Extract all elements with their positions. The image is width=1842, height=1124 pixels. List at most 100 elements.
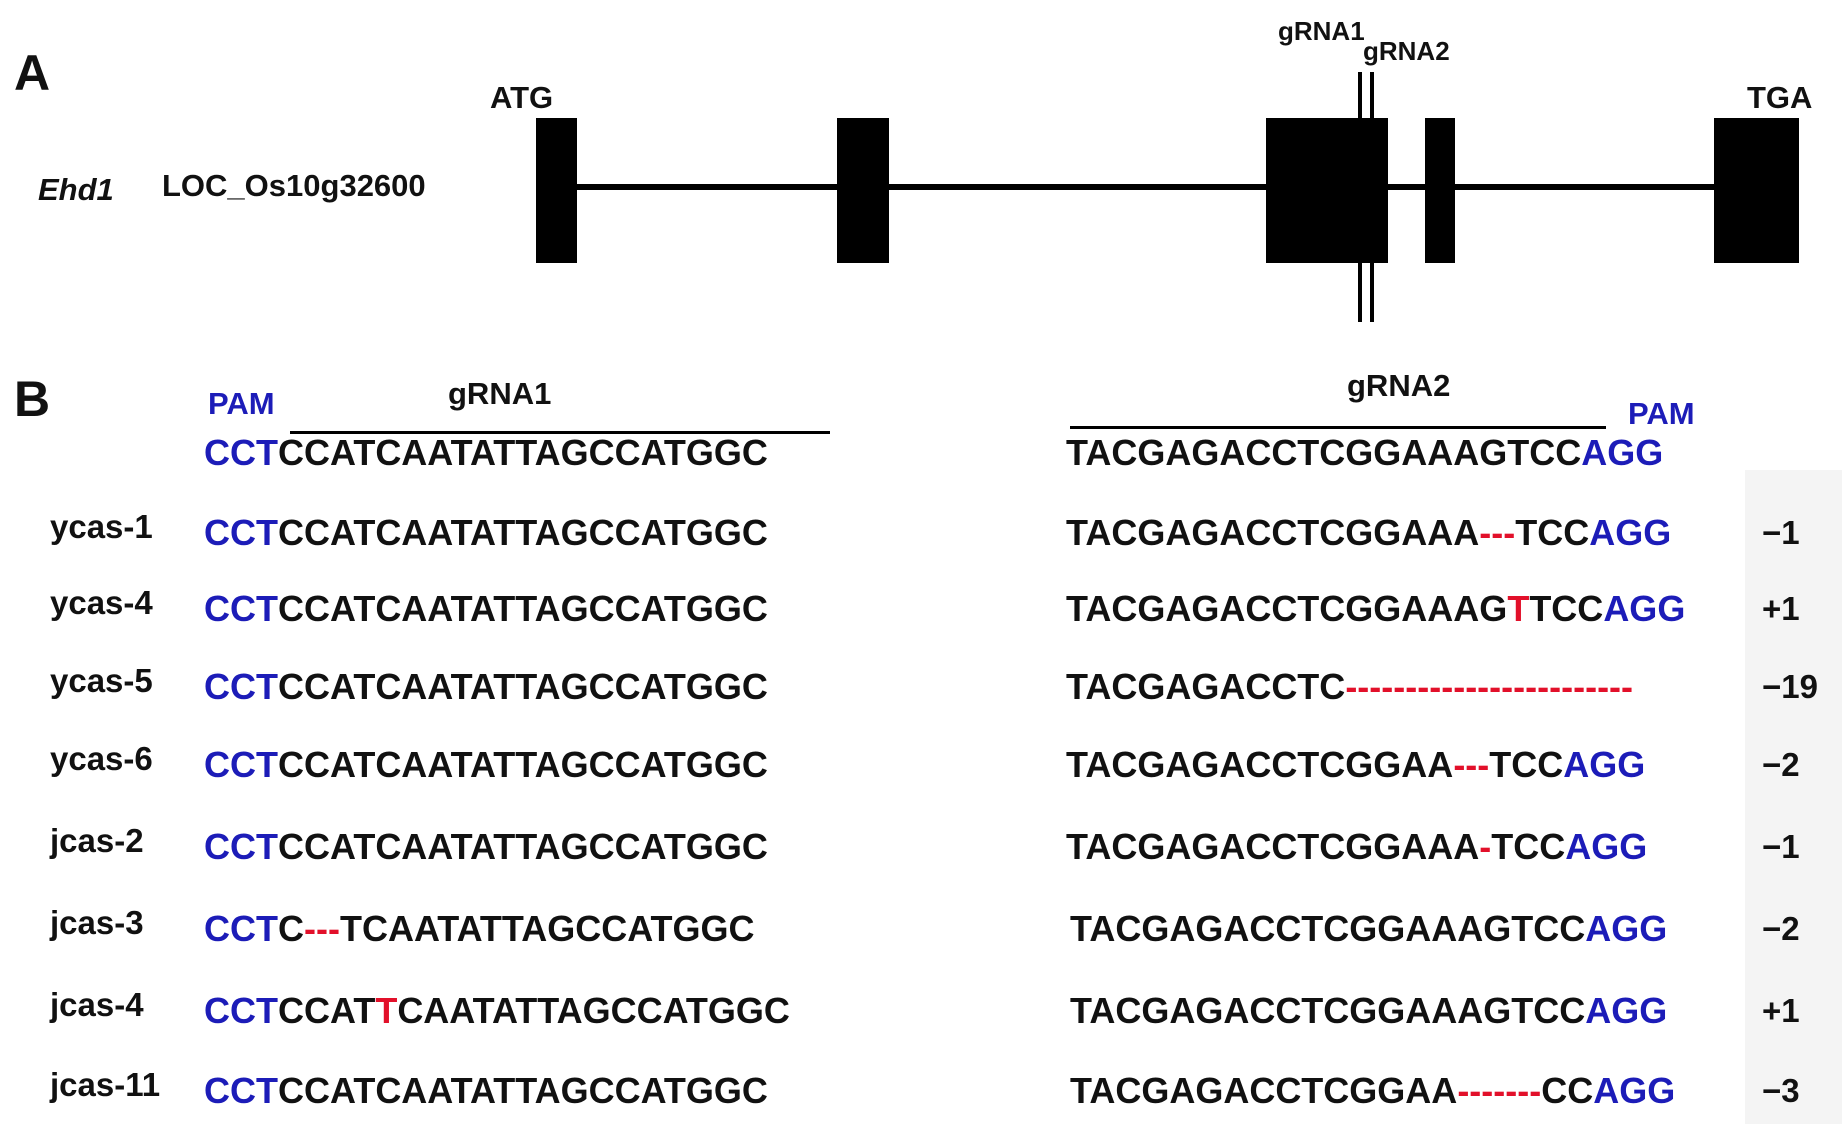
mutation-bases: --- (1453, 744, 1490, 785)
indel-size: −1 (1762, 828, 1800, 865)
sequence-bases: CCATCAATATTAGCCATGGC (278, 1070, 768, 1111)
exon-1 (536, 118, 577, 263)
grna1-target-seq: CCTCCATCAATATTAGCCATGGC (204, 744, 768, 786)
pam-bases: AGG (1593, 1070, 1676, 1111)
gene-intron-line (576, 184, 1796, 190)
sequence-bases: C (278, 908, 304, 949)
stop-codon-label: TGA (1747, 80, 1813, 115)
sequence-bases: TCAATATTAGCCATGGC (339, 908, 755, 949)
grna2-site-marker (1370, 72, 1374, 322)
sequence-bases: CCATCAATATTAGCCATGGC (278, 432, 768, 473)
line-name: ycas-4 (50, 584, 153, 621)
sequence-bases: TCC (1529, 588, 1604, 629)
grna2-target-seq: TACGAGACCTC------------------------ (1066, 666, 1633, 708)
grna2-label: gRNA2 (1347, 368, 1451, 403)
pam-bases: CCT (204, 744, 278, 785)
line-name: jcas-3 (50, 904, 144, 941)
pam-bases: AGG (1603, 588, 1686, 629)
sequence-bases: TACGAGACCTC (1066, 666, 1346, 707)
grna1-target-seq: CCTCCATCAATATTAGCCATGGC (204, 1070, 768, 1112)
line-name: ycas-5 (50, 662, 153, 699)
mutation-bases: - (1479, 826, 1492, 867)
exon-2 (837, 118, 889, 263)
pam-bases: CCT (204, 512, 278, 553)
indel-size: −2 (1762, 910, 1800, 947)
indel-size: −2 (1762, 746, 1800, 783)
sequence-bases: TACGAGACCTCGGAAA (1066, 512, 1480, 553)
sequence-bases: TACGAGACCTCGGAA (1070, 1070, 1458, 1111)
indel-size: +1 (1762, 590, 1800, 627)
sequence-bases: TCC (1491, 826, 1566, 867)
grna1-target-seq: CCTCCATCAATATTAGCCATGGC (204, 588, 768, 630)
grna2-target-seq: TACGAGACCTCGGAAAGTCCAGG (1070, 990, 1667, 1032)
exon-5 (1714, 118, 1799, 263)
pam-bases: CCT (204, 432, 278, 473)
grna-site-fill (1362, 118, 1370, 263)
mutation-bases: ------------------------ (1345, 666, 1634, 707)
sequence-bases: CC (1541, 1070, 1594, 1111)
pam-bases: CCT (204, 826, 278, 867)
line-name: jcas-11 (50, 1066, 161, 1103)
sequence-bases: CCATCAATATTAGCCATGGC (278, 826, 768, 867)
grna1-site-label: gRNA1 (1278, 16, 1365, 46)
grna2-target-seq: TACGAGACCTCGGAAA---TCCAGG (1066, 512, 1671, 554)
indel-size: −19 (1762, 668, 1818, 705)
mutation-bases: T (1507, 588, 1530, 629)
grna2-target-seq: TACGAGACCTCGGAAA-TCCAGG (1066, 826, 1647, 868)
sequence-bases: CCATCAATATTAGCCATGGC (278, 588, 768, 629)
panel-b-letter: B (14, 371, 51, 427)
pam-bases: AGG (1585, 908, 1668, 949)
sequence-bases: CAATATTAGCCATGGC (397, 990, 790, 1031)
mutation-bases: --- (304, 908, 340, 949)
sequence-bases: TACGAGACCTCGGAAAG (1066, 588, 1508, 629)
sequence-bases: TACGAGACCTCGGAA (1066, 744, 1454, 785)
grna2-site-label: gRNA2 (1363, 36, 1450, 66)
pam-bases: AGG (1565, 826, 1648, 867)
line-name: jcas-4 (50, 986, 144, 1023)
grna1-site-marker (1358, 72, 1362, 322)
sequence-bases: TACGAGACCTCGGAAA (1066, 826, 1480, 867)
mutation-bases: ------- (1457, 1070, 1542, 1111)
locus-id: LOC_Os10g32600 (162, 168, 426, 203)
grna1-target-seq: CCTCCATCAATATTAGCCATGGC (204, 512, 768, 554)
pam-bases: AGG (1589, 512, 1672, 553)
sequence-bases: CCATCAATATTAGCCATGGC (278, 666, 768, 707)
pam-label-left: PAM (208, 386, 275, 421)
indel-size: −1 (1762, 514, 1800, 551)
panel-a-letter: A (14, 45, 51, 101)
grna1-target-seq: CCTCCATCAATATTAGCCATGGC (204, 826, 768, 868)
pam-bases: CCT (204, 1070, 278, 1111)
grna2-target-seq: TACGAGACCTCGGAA-------CCAGG (1070, 1070, 1675, 1112)
line-name: ycas-1 (50, 508, 153, 545)
pam-bases: AGG (1563, 744, 1646, 785)
pam-bases: CCT (204, 666, 278, 707)
grna2-target-seq: TACGAGACCTCGGAAAGTTCCAGG (1066, 588, 1685, 630)
sequence-bases: CCATCAATATTAGCCATGGC (278, 512, 768, 553)
sequence-bases: TCC (1515, 512, 1590, 553)
line-name: jcas-2 (50, 822, 144, 859)
grna2-overline (1070, 426, 1606, 429)
gene-name: Ehd1 (38, 172, 114, 207)
grna1-target-seq: CCTC---TCAATATTAGCCATGGC (204, 908, 755, 950)
grna1-overline (290, 431, 830, 434)
sequence-bases: TACGAGACCTCGGAAAGTCC (1070, 990, 1586, 1031)
sequence-bases: CCAT (278, 990, 376, 1031)
pam-bases: CCT (204, 588, 278, 629)
reference-seq-grna2: TACGAGACCTCGGAAAGTCCAGG (1066, 432, 1663, 474)
sequence-bases: TACGAGACCTCGGAAAGTCC (1066, 432, 1582, 473)
grna1-target-seq: CCTCCATTCAATATTAGCCATGGC (204, 990, 790, 1032)
pam-bases: CCT (204, 990, 278, 1031)
grna2-target-seq: TACGAGACCTCGGAAAGTCCAGG (1070, 908, 1667, 950)
line-name: ycas-6 (50, 740, 153, 777)
sequence-bases: TACGAGACCTCGGAAAGTCC (1070, 908, 1586, 949)
reference-seq-grna1: CCTCCATCAATATTAGCCATGGC (204, 432, 768, 474)
indel-size: −3 (1762, 1072, 1800, 1109)
exon-4 (1425, 118, 1455, 263)
indel-size: +1 (1762, 992, 1800, 1029)
grna1-target-seq: CCTCCATCAATATTAGCCATGGC (204, 666, 768, 708)
pam-label-right: PAM (1628, 396, 1695, 431)
mutation-bases: --- (1479, 512, 1516, 553)
sequence-bases: CCATCAATATTAGCCATGGC (278, 744, 768, 785)
pam-bases: CCT (204, 908, 278, 949)
pam-bases: AGG (1585, 990, 1668, 1031)
